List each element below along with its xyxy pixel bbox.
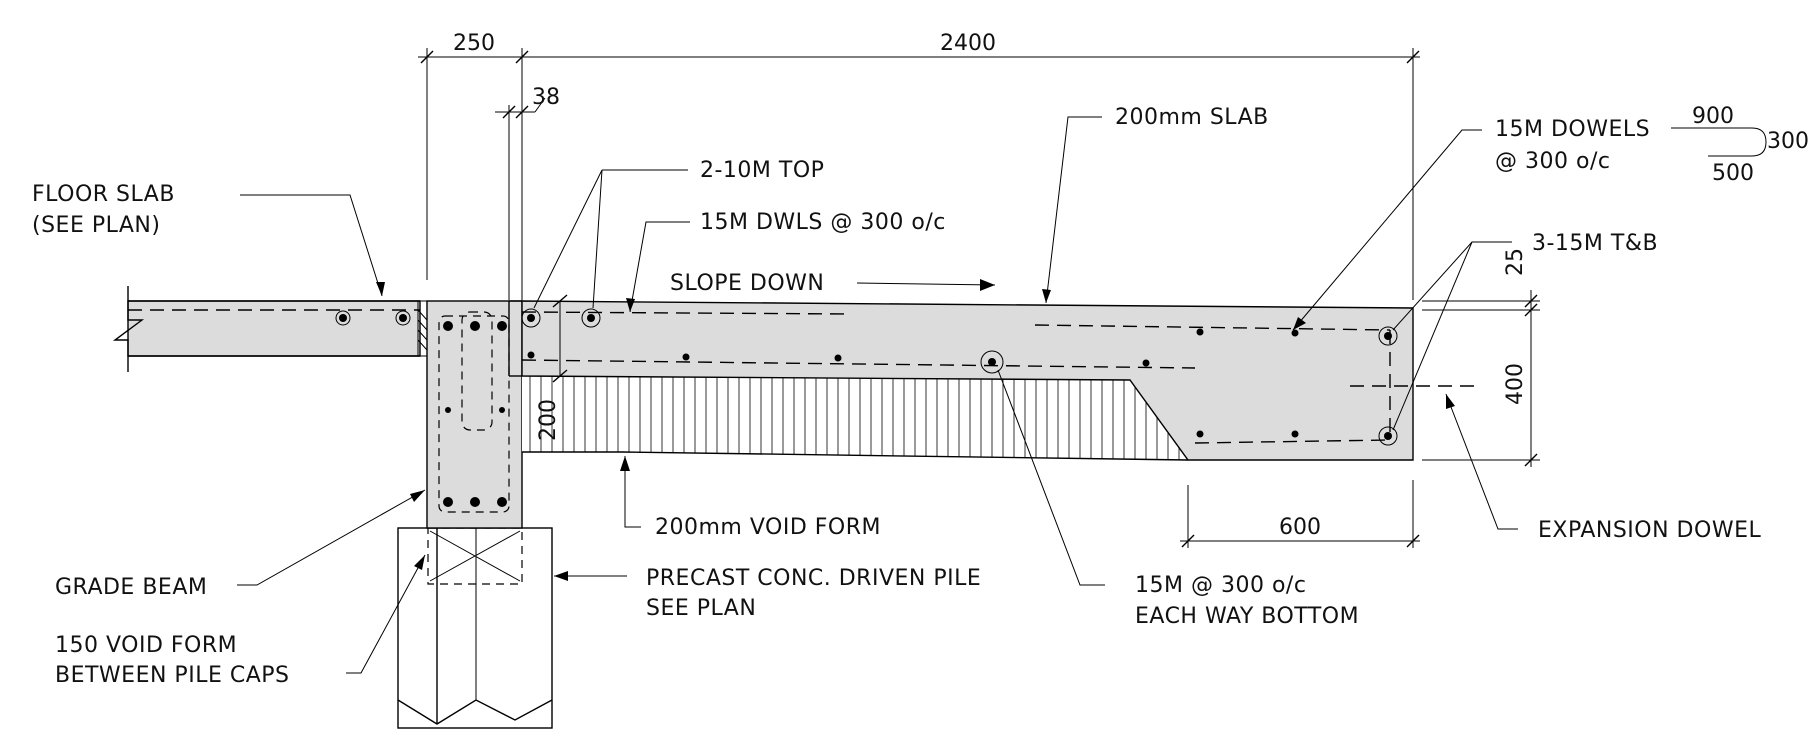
- dim-grade-beam-width: 250: [453, 31, 495, 56]
- label-tb-bars: 3-15M T&B: [1532, 231, 1658, 256]
- label-floor-slab: FLOOR SLAB: [32, 182, 175, 207]
- dim-thickening-width: 600: [1279, 515, 1321, 540]
- label-slope: SLOPE DOWN: [670, 271, 824, 296]
- dim-gap: 38: [532, 85, 560, 110]
- label-bottom-bars: 15M @ 300 o/c: [1135, 573, 1306, 598]
- dimensions: 250 2400 38 25 400 200 600: [418, 31, 1540, 548]
- label-dowels: 15M DWLS @ 300 o/c: [700, 210, 946, 235]
- label-pile-note: SEE PLAN: [646, 596, 756, 621]
- labels: FLOOR SLAB (SEE PLAN) 2-10M TOP 15M DWLS…: [32, 104, 1809, 688]
- label-15m-dowels: 15M DOWELS: [1495, 117, 1650, 142]
- label-top-bars: 2-10M TOP: [700, 158, 824, 183]
- dim-void-depth: 200: [536, 399, 561, 441]
- dim-dowel-hook: 300: [1767, 129, 1809, 154]
- label-floor-slab-note: (SEE PLAN): [32, 213, 160, 238]
- dowel-bend-symbol: [1671, 127, 1767, 157]
- label-15m-dowels-spacing: @ 300 o/c: [1495, 149, 1610, 174]
- label-pile-void: 150 VOID FORM: [55, 633, 237, 658]
- grade-beam: [426, 300, 523, 529]
- label-grade-beam: GRADE BEAM: [55, 575, 207, 600]
- void-form: [522, 376, 1189, 461]
- leader-lines: [237, 116, 1518, 674]
- label-slab: 200mm SLAB: [1115, 105, 1269, 130]
- main-slab: [508, 300, 1475, 461]
- label-expansion-dowel: EXPANSION DOWEL: [1538, 518, 1761, 543]
- floor-slab: [112, 286, 428, 372]
- dim-dowel-bottom-leg: 500: [1712, 161, 1754, 186]
- dim-dowel-top-leg: 900: [1692, 104, 1734, 129]
- label-void-form: 200mm VOID FORM: [655, 515, 881, 540]
- pile-cap-void: [427, 527, 523, 585]
- label-bottom-bars-note: EACH WAY BOTTOM: [1135, 604, 1359, 629]
- dim-top-cover: 25: [1503, 248, 1528, 276]
- label-pile-void-note: BETWEEN PILE CAPS: [55, 663, 289, 688]
- dim-edge-depth: 400: [1503, 363, 1528, 405]
- dim-slab-width: 2400: [940, 31, 996, 56]
- precast-pile: [397, 527, 553, 729]
- label-pile: PRECAST CONC. DRIVEN PILE: [646, 566, 981, 591]
